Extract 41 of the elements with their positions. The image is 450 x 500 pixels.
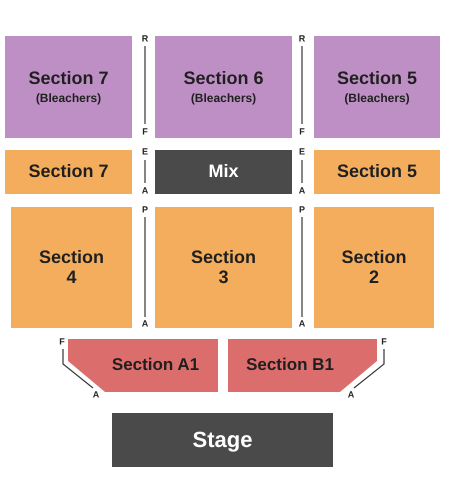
row-letter: A [92,390,100,400]
mix-area [155,150,292,194]
row-letter: P [299,206,305,214]
row-letter: F [299,128,305,136]
row-letter: E [299,148,305,156]
section-name: Section 7 [28,69,109,89]
row-letter: E [142,148,148,156]
seating-section [314,150,440,194]
section-name: Section 5 [336,69,418,89]
row-letter: A [348,390,354,400]
row-letter: R [298,34,306,44]
section-name: Section 6 [183,69,264,89]
seating-section [5,150,132,194]
row-letter: A [142,186,148,196]
seating-section [11,207,132,328]
section-note: (Bleachers) [344,92,410,105]
section-name: Section 5 [336,162,418,182]
section-name: Section A1 [112,356,200,375]
row-letter: A [298,320,306,328]
section-name: Section 2 [340,248,408,288]
section-name: Stage [192,428,252,452]
row-letter: F [381,338,387,346]
row-letter: F [59,338,65,346]
seating-section [155,207,292,328]
row-letter: R [142,34,148,44]
row-letter: F [142,128,148,136]
section-note: (Bleachers) [36,92,102,105]
section-name: Mix [208,162,238,182]
row-letter: P [142,206,148,214]
bleacher-section [155,36,292,138]
seating-section [314,207,434,328]
bleacher-section [5,36,132,138]
section-name: Section 7 [28,162,109,182]
bleacher-section [314,36,440,138]
row-letter: A [298,186,306,196]
stage [112,413,333,467]
section-name: Section B1 [246,356,334,375]
section-note: (Bleachers) [190,92,256,105]
row-letter: A [142,320,148,328]
section-name: Section 4 [38,248,105,288]
section-name: Section 3 [190,248,257,288]
